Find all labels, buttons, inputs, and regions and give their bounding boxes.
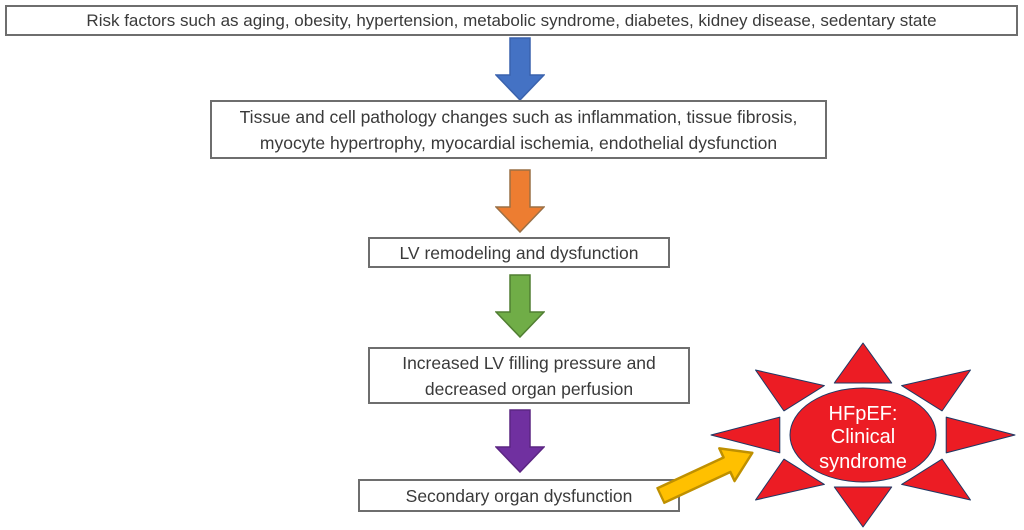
starburst-label-line3: syndrome bbox=[819, 451, 907, 473]
starburst-ray-top bbox=[833, 342, 893, 384]
starburst-label-line2: Clinical bbox=[831, 426, 895, 448]
diagonal-arrow-yellow-shape bbox=[656, 447, 754, 505]
starburst-ray-bottom-right bbox=[901, 458, 971, 501]
starburst-ray-bottom bbox=[833, 486, 893, 528]
starburst-ray-top-right bbox=[901, 369, 971, 412]
starburst-label-line1: HFpEF: bbox=[829, 403, 898, 425]
starburst-ray-bottom-left bbox=[755, 458, 825, 501]
diagonal-arrow-yellow bbox=[656, 447, 754, 505]
down-arrow-purple-shape bbox=[495, 409, 545, 473]
starburst-ellipse bbox=[789, 387, 937, 483]
starburst-ray-top-left bbox=[755, 369, 825, 412]
lv-remodeling-box: LV remodeling and dysfunction bbox=[368, 237, 670, 268]
down-arrow-blue-shape bbox=[495, 37, 545, 101]
tissue-pathology-box: Tissue and cell pathology changes such a… bbox=[210, 100, 827, 159]
hfpef-starburst: HFpEF: Clinical syndrome bbox=[710, 342, 1016, 528]
down-arrow-purple bbox=[495, 409, 545, 473]
filling-pressure-box: Increased LV filling pressure and decrea… bbox=[368, 347, 690, 404]
starburst-ray-left bbox=[710, 416, 781, 454]
down-arrow-orange-shape bbox=[495, 169, 545, 233]
down-arrow-green bbox=[495, 274, 545, 338]
secondary-organ-box: Secondary organ dysfunction bbox=[358, 479, 680, 512]
down-arrow-blue bbox=[495, 37, 545, 101]
starburst-ray-right bbox=[945, 416, 1016, 454]
down-arrow-orange bbox=[495, 169, 545, 233]
risk-factors-box: Risk factors such as aging, obesity, hyp… bbox=[5, 5, 1018, 36]
down-arrow-green-shape bbox=[495, 274, 545, 338]
